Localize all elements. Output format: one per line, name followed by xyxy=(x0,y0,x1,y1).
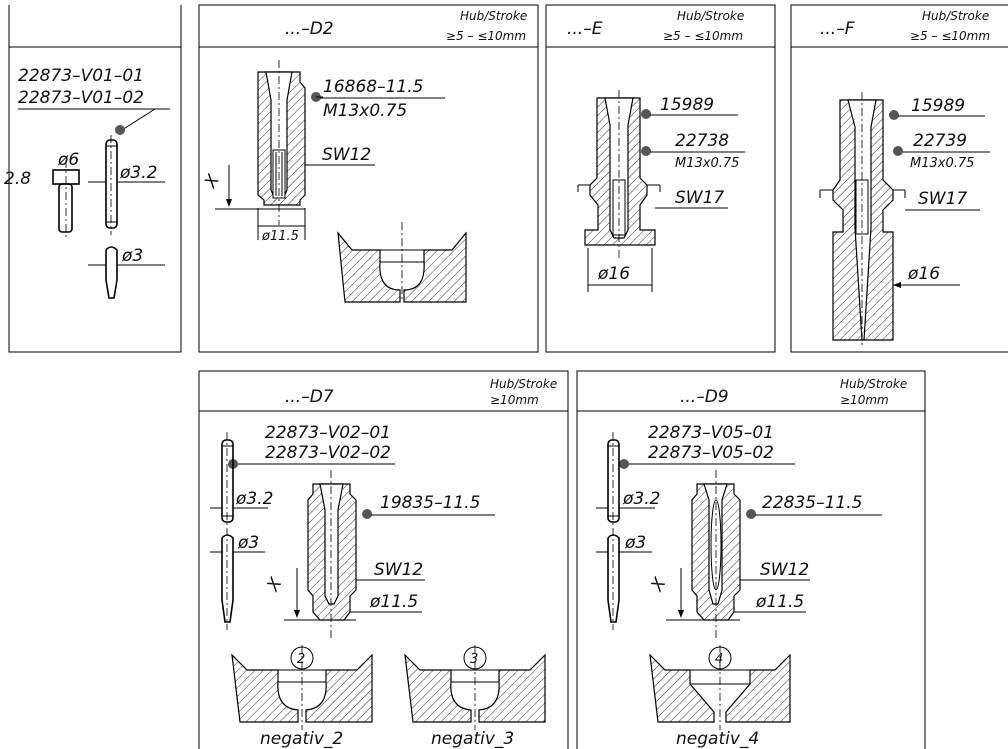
panel-border xyxy=(198,4,539,353)
dim-diameter: ø11.5 xyxy=(261,229,299,244)
panel-d7: ...–D7 Hub/Stroke ≥10mm 22873–V02–01 228… xyxy=(198,370,569,749)
stroke-range: ≥10mm xyxy=(840,393,889,407)
dim-pin-dia: ø3.2 xyxy=(622,489,660,509)
negative-number: 3 xyxy=(470,652,478,667)
dim-pin-tip: ø3 xyxy=(121,246,143,266)
dim-diameter: ø11.5 xyxy=(755,592,804,612)
pin-label-1: 22873–V05–01 xyxy=(648,423,774,443)
pin-label-2: 22873–V01–02 xyxy=(18,88,144,108)
cavity-negativ-2: 2 negativ_2 xyxy=(231,645,373,749)
cavity-negativ-3: 3 negativ_3 xyxy=(404,645,546,749)
pin-label-2: 22873–V02–02 xyxy=(265,443,391,463)
part-number-1: 15989 xyxy=(660,95,714,115)
stroke-range: ≥5 – ≤10mm xyxy=(446,29,526,43)
nozzle-drawing-d2 xyxy=(257,60,306,225)
stroke-label: Hub/Stroke xyxy=(922,9,989,23)
panel-e: ...–E Hub/Stroke ≥5 – ≤10mm 15989 22738 … xyxy=(545,4,776,353)
dim-pin-tip: ø3 xyxy=(237,533,259,553)
panel-d9: ...–D9 Hub/Stroke ≥10mm 22873–V05–01 228… xyxy=(576,370,926,749)
thread-spec: M13x0.75 xyxy=(323,101,407,121)
pin-label-1: 22873–V01–01 xyxy=(18,66,144,86)
nozzle-drawing-e xyxy=(577,90,661,258)
pin-drawing-d7 xyxy=(221,432,234,630)
dim-pin-dia: ø3.2 xyxy=(119,163,157,183)
panel-title: ...–F xyxy=(820,19,855,39)
nozzle-drawing-d7 xyxy=(307,470,357,640)
stroke-label: Hub/Stroke xyxy=(840,377,907,391)
wrench-size: SW17 xyxy=(675,188,724,208)
panel-title: ...–D9 xyxy=(680,387,729,407)
nozzle-drawing-d9 xyxy=(691,470,741,640)
dim-head-len: 2.8 xyxy=(4,169,31,189)
negative-number: 4 xyxy=(715,652,723,667)
stroke-label: Hub/Stroke xyxy=(490,377,557,391)
pin-label-1: 22873–V02–01 xyxy=(265,423,391,443)
pin-label-2: 22873–V05–02 xyxy=(648,443,774,463)
stroke-range: ≥10mm xyxy=(490,393,539,407)
panel-border xyxy=(576,370,926,749)
stroke-range: ≥5 – ≤10mm xyxy=(910,29,990,43)
stroke-label: Hub/Stroke xyxy=(460,9,527,23)
stroke-range: ≥5 – ≤10mm xyxy=(663,29,743,43)
panel-f: ...–F Hub/Stroke ≥5 – ≤10mm 15989 22739 … xyxy=(790,4,1008,353)
dim-diameter: ø11.5 xyxy=(369,592,418,612)
negative-label: negativ_4 xyxy=(676,729,759,749)
part-number-1: 15989 xyxy=(911,96,965,116)
wrench-size: SW12 xyxy=(322,145,371,165)
stroke-label: Hub/Stroke xyxy=(677,9,744,23)
long-pin-drawing xyxy=(105,135,118,299)
dim-x: X xyxy=(263,574,287,595)
part-number-2: 22739 xyxy=(913,131,967,151)
leader-dot-icon xyxy=(115,125,125,135)
negative-label: negativ_2 xyxy=(260,729,343,749)
negative-label: negativ_3 xyxy=(431,729,514,749)
wrench-size: SW12 xyxy=(374,560,423,580)
dim-pin-dia: ø3.2 xyxy=(235,489,273,509)
panel-border xyxy=(8,5,182,353)
dim-pin-tip: ø3 xyxy=(624,533,646,553)
dim-head-dia: ø6 xyxy=(57,150,79,170)
cavity-negativ-4: 4 negativ_4 xyxy=(649,645,791,749)
panel-title: ...–D7 xyxy=(285,387,334,407)
pin-drawing-d9 xyxy=(607,432,620,630)
panel-border xyxy=(545,4,776,353)
negative-number: 2 xyxy=(297,652,305,667)
dim-x: X xyxy=(647,574,671,595)
short-pin-drawing xyxy=(52,160,80,240)
dim-x: X xyxy=(200,171,224,192)
part-number-2: 22738 xyxy=(675,131,729,151)
part-number: 16868–11.5 xyxy=(323,77,423,97)
panel-border xyxy=(790,4,1008,353)
wrench-size: SW17 xyxy=(918,189,967,209)
dim-diameter: ø16 xyxy=(597,264,630,284)
panel-pins: 22873–V01–01 22873–V01–02 2.8 ø6 ø3.2 ø3 xyxy=(4,5,182,353)
dim-diameter: ø16 xyxy=(907,264,940,284)
thread-spec: M13x0.75 xyxy=(675,156,739,171)
panel-d2: ...–D2 Hub/Stroke ≥5 – ≤10mm X ø11.5 168… xyxy=(198,4,539,353)
nozzle-drawing-f xyxy=(819,92,906,345)
panel-title: ...–E xyxy=(567,19,603,39)
thread-spec: M13x0.75 xyxy=(910,156,974,171)
panel-border xyxy=(198,370,569,749)
part-number: 19835–11.5 xyxy=(380,493,480,513)
part-number: 22835–11.5 xyxy=(762,493,862,513)
panel-title: ...–D2 xyxy=(285,19,334,39)
cavity-drawing-d2 xyxy=(337,222,467,303)
wrench-size: SW12 xyxy=(760,560,809,580)
